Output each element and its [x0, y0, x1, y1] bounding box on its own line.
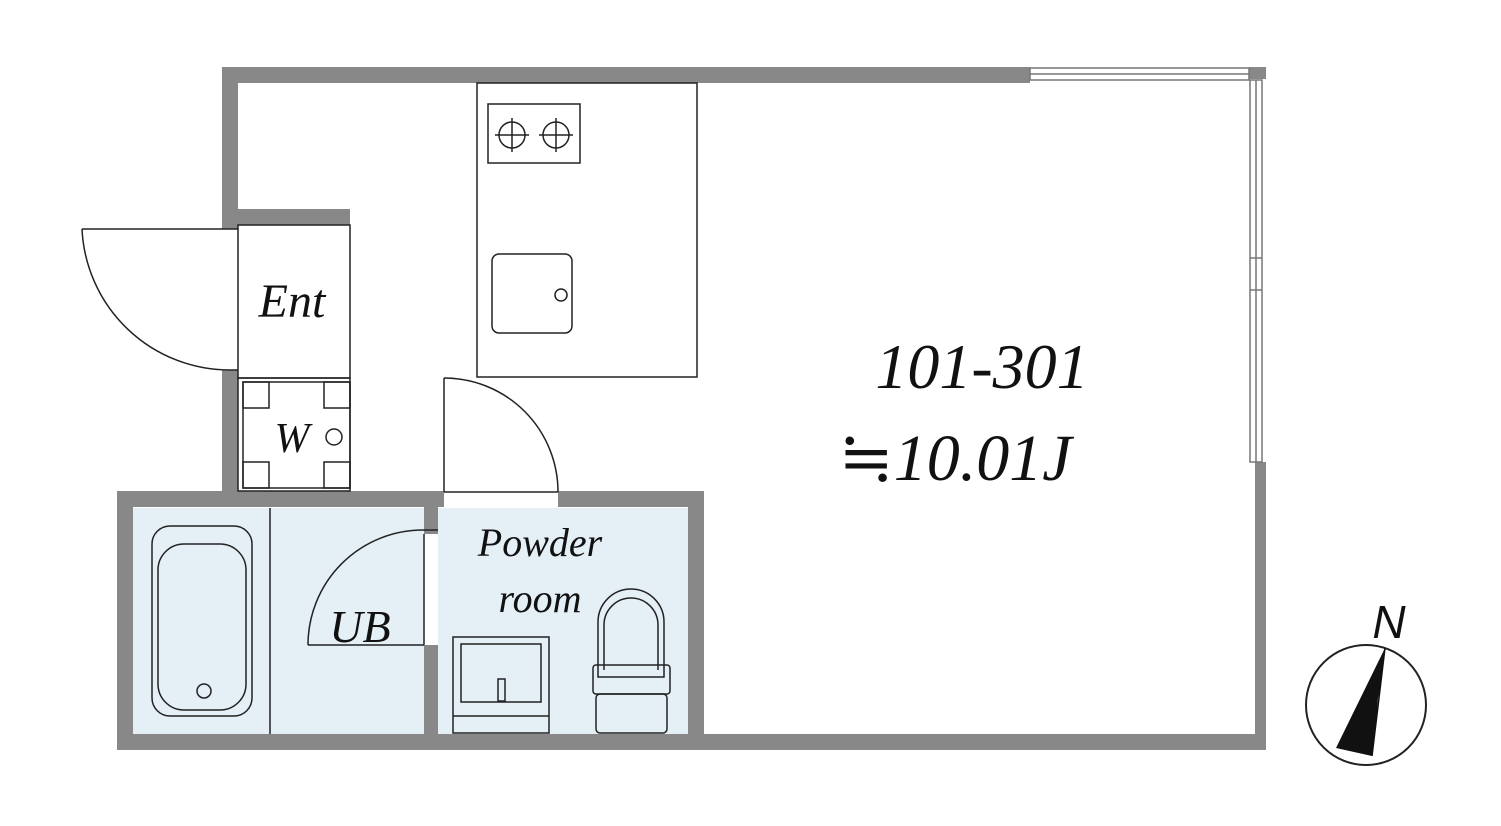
wall-bath-top-left [117, 491, 238, 507]
toilet-icon [592, 588, 671, 734]
wall-entry-top [238, 209, 350, 225]
two-burner-stove-icon [487, 103, 581, 164]
bathtub-icon [151, 525, 253, 717]
unit-label: 101-301 [875, 331, 1088, 402]
wall-left-upper [222, 67, 238, 229]
wall-right-upper [1249, 67, 1266, 79]
wet-area-fills [133, 508, 688, 734]
wall-left-middle [222, 370, 238, 500]
compass-north-label: N [1372, 596, 1406, 648]
powder-room-label-2: room [499, 576, 582, 621]
unit-bath-label: UB [329, 601, 390, 652]
wall-bath-divider [424, 507, 438, 534]
powder-room-fill [438, 508, 688, 734]
washer-label: W [275, 416, 314, 462]
wall-bath-left [117, 491, 133, 749]
entrance-door [81, 228, 238, 371]
bath-fill [133, 508, 424, 734]
wall-bath-top [238, 491, 444, 507]
powder-room-label-1: Powder [477, 520, 603, 565]
washer-pan-icon [242, 381, 351, 489]
wall-top [222, 67, 1030, 83]
walls [117, 67, 1266, 750]
wall-bath-divider-low [424, 645, 438, 734]
compass-icon [1305, 644, 1427, 766]
area-label: ≒10.01J [838, 422, 1074, 495]
bath-door [307, 529, 438, 646]
kitchen-counter [476, 82, 698, 378]
wall-right-lower [1255, 462, 1266, 750]
sink-icon [452, 636, 550, 734]
doors [81, 228, 559, 646]
entrance-label: Ent [258, 275, 327, 328]
wall-powder-right [688, 491, 704, 750]
windows [1029, 67, 1263, 463]
powder-room-door [443, 377, 559, 493]
fridge-icon [491, 253, 573, 334]
wall-powder-top [558, 491, 704, 507]
